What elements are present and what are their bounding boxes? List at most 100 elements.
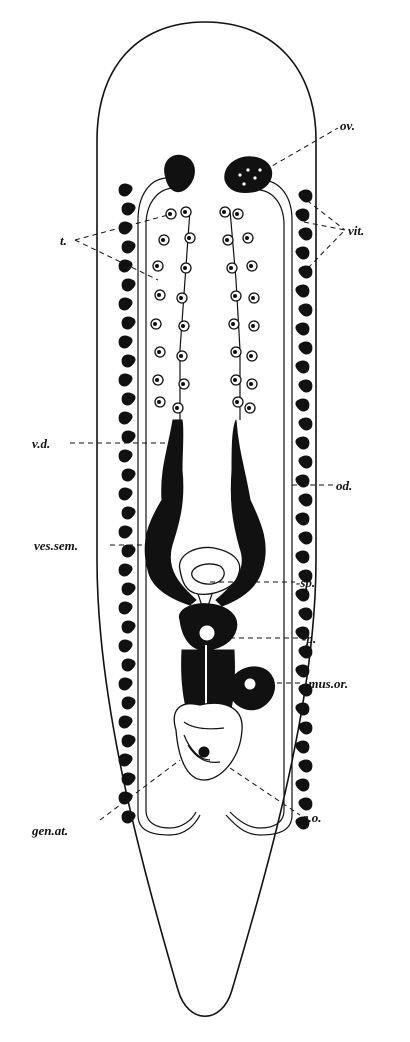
vitelline-lobule	[122, 355, 135, 367]
vitelline-lobule	[296, 513, 309, 525]
vitelline-lobule	[119, 374, 132, 386]
vitellaria-left	[119, 184, 135, 823]
muscular-organ	[228, 667, 275, 710]
follicle-nucleus	[233, 294, 237, 298]
vitelline-lobule	[299, 418, 312, 430]
genital-atrium	[174, 703, 242, 780]
vitelline-lobule	[119, 336, 132, 348]
label-vessem: ves.sem.	[34, 538, 78, 553]
vitelline-lobule	[119, 678, 132, 690]
vitelline-lobule	[119, 450, 132, 462]
label-sp: -sp.	[296, 575, 315, 590]
follicle-nucleus	[245, 236, 249, 240]
vitelline-lobule	[122, 317, 135, 329]
vitelline-lobule	[296, 703, 309, 715]
follicle-nucleus	[231, 322, 235, 326]
follicle-nucleus	[183, 266, 187, 270]
vitelline-lobule	[119, 754, 132, 766]
vitelline-lobule	[122, 203, 135, 215]
follicle-nucleus	[155, 378, 159, 382]
follicle-nucleus	[175, 406, 179, 410]
vitelline-lobule	[119, 488, 132, 500]
follicle-nucleus	[183, 210, 187, 214]
vitelline-lobule	[299, 304, 312, 316]
body-outline	[97, 22, 316, 1016]
testes-left	[151, 207, 195, 420]
follicle-nucleus	[161, 238, 165, 242]
vitelline-lobule	[122, 735, 135, 747]
leader-t-1	[75, 215, 168, 240]
vitelline-lobule	[122, 659, 135, 671]
follicle-nucleus	[225, 238, 229, 242]
label-p: -p.	[302, 631, 316, 646]
follicle-nucleus	[157, 293, 161, 297]
vitelline-lobule	[299, 266, 312, 278]
follicle-nucleus	[155, 264, 159, 268]
vitelline-lobule	[122, 279, 135, 291]
vitelline-lobule	[119, 716, 132, 728]
label-vit: vit.	[348, 223, 364, 238]
follicle-nucleus	[235, 212, 239, 216]
vitelline-lobule	[122, 621, 135, 633]
vitelline-lobule	[296, 323, 309, 335]
vitelline-lobule	[122, 773, 135, 785]
vitelline-lobule	[296, 209, 309, 221]
vitelline-lobule	[296, 361, 309, 373]
follicle-nucleus	[251, 296, 255, 300]
label-musor: -mus.or.	[304, 676, 348, 691]
vitelline-lobule	[296, 285, 309, 297]
follicle-nucleus	[179, 354, 183, 358]
vitelline-lobule	[296, 551, 309, 563]
ovary-right	[225, 157, 272, 193]
vitelline-lobule	[299, 722, 312, 734]
vitelline-lobule	[119, 526, 132, 538]
follicle-nucleus	[249, 264, 253, 268]
follicle-nucleus	[153, 322, 157, 326]
vitelline-lobule	[122, 697, 135, 709]
vitelline-lobule	[119, 298, 132, 310]
label-vd: v.d.	[32, 436, 50, 451]
vitelline-lobule	[296, 437, 309, 449]
ovary-left	[165, 155, 195, 191]
vitelline-lobule	[119, 184, 132, 196]
vitelline-lobule	[119, 412, 132, 424]
follicle-nucleus	[157, 350, 161, 354]
leader-genat	[100, 760, 180, 820]
follicle-nucleus	[249, 382, 253, 386]
vitelline-lobule	[119, 602, 132, 614]
vitelline-lobule	[296, 779, 309, 791]
vitelline-lobule	[296, 589, 309, 601]
follicle-nucleus	[168, 212, 172, 216]
vitelline-lobule	[122, 545, 135, 557]
vitelline-lobule	[119, 564, 132, 576]
follicle-nucleus	[233, 350, 237, 354]
label-t: t.	[60, 233, 67, 248]
label-go: g.o.	[301, 810, 322, 825]
vitelline-lobule	[122, 241, 135, 253]
vitelline-lobule	[119, 640, 132, 652]
leader-ov	[265, 128, 338, 170]
follicle-nucleus	[249, 354, 253, 358]
vitelline-lobule	[299, 760, 312, 772]
vitelline-lobule	[122, 393, 135, 405]
vitelline-lobule	[122, 507, 135, 519]
follicle-nucleus	[233, 378, 237, 382]
leader-vit-3	[308, 230, 345, 268]
vitelline-lobule	[296, 399, 309, 411]
follicle-nucleus	[181, 382, 185, 386]
vitelline-lobule	[122, 583, 135, 595]
follicle-nucleus	[235, 400, 239, 404]
follicle-nucleus	[251, 324, 255, 328]
vitelline-lobule	[299, 532, 312, 544]
follicle-nucleus	[181, 324, 185, 328]
vitelline-lobule	[299, 342, 312, 354]
label-ov: ov.	[340, 118, 355, 133]
follicle-nucleus	[247, 406, 251, 410]
testes-right	[220, 207, 259, 420]
vitelline-lobule	[119, 260, 132, 272]
vitelline-lobule	[299, 380, 312, 392]
vitelline-lobule	[122, 469, 135, 481]
vitelline-lobule	[296, 247, 309, 259]
follicle-nucleus	[179, 296, 183, 300]
